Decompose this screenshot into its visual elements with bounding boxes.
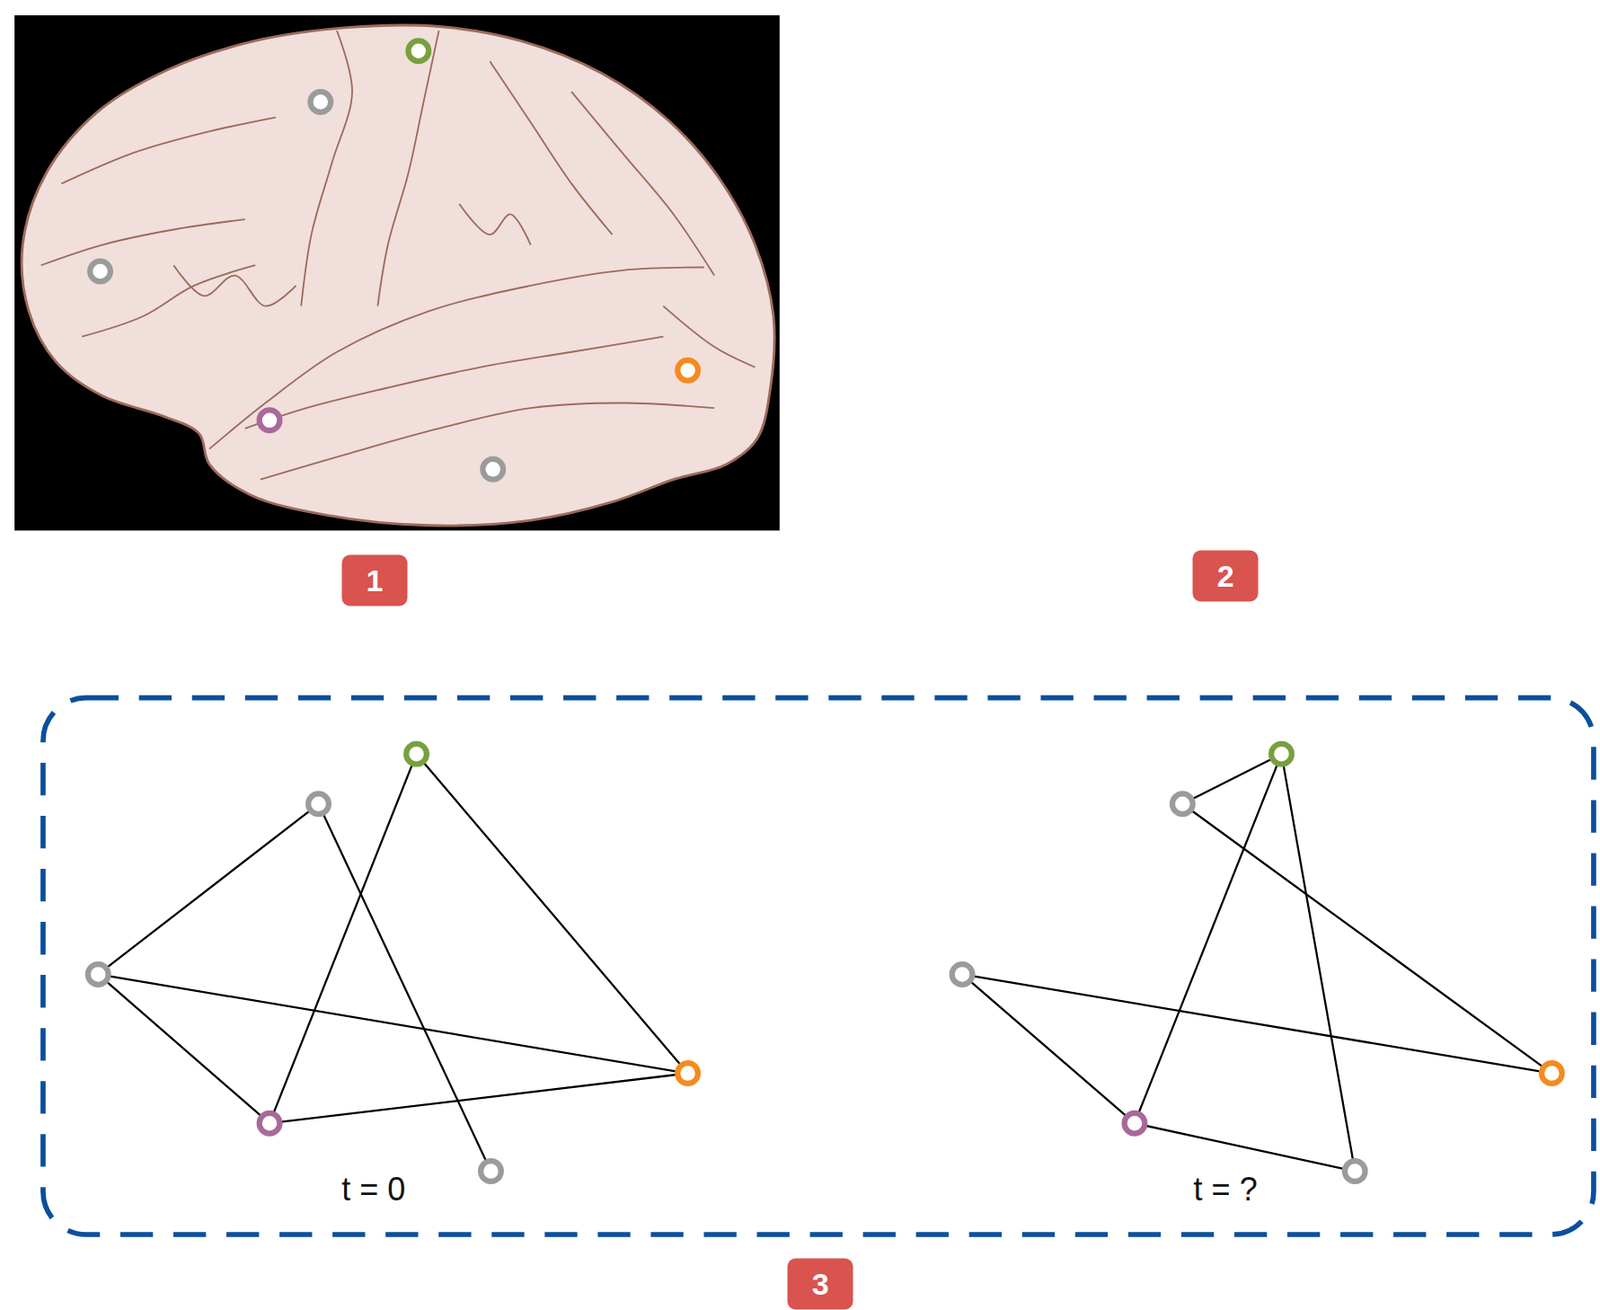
graph-link xyxy=(1182,753,1282,805)
network-graph xyxy=(952,743,1563,1182)
sulcus-line xyxy=(260,403,715,480)
network-graphs xyxy=(88,743,1563,1182)
electrode-marker xyxy=(1271,743,1292,765)
sulcus-line xyxy=(245,336,664,429)
graph-link xyxy=(97,973,270,1123)
electrode-marker xyxy=(1344,1160,1366,1182)
graph-link xyxy=(1281,753,1355,1171)
electrode-marker xyxy=(1172,793,1194,814)
sulcus-line xyxy=(173,265,296,306)
electrode-marker xyxy=(88,963,109,985)
sulcus-line xyxy=(300,30,353,307)
panel-background xyxy=(14,15,780,531)
graph-link xyxy=(1134,1122,1355,1171)
callout-number: 3 xyxy=(787,1257,854,1309)
electrode-marker xyxy=(677,1062,699,1084)
electrode-marker xyxy=(480,1160,502,1182)
graph-link xyxy=(318,804,492,1172)
electrode-marker xyxy=(482,459,504,480)
graph-link xyxy=(962,973,1135,1123)
electrode-marker xyxy=(259,1113,281,1134)
electrode-marker xyxy=(1541,1062,1563,1084)
electrode-marker xyxy=(406,743,427,765)
graph-link xyxy=(97,973,688,1073)
sulcus-line xyxy=(41,219,246,266)
electrode-marker xyxy=(259,409,281,431)
graph-link xyxy=(1182,804,1552,1074)
electrode-marker xyxy=(309,91,331,113)
brain-outline xyxy=(21,25,775,526)
electrode-marker xyxy=(1124,1113,1146,1134)
network-graph xyxy=(88,743,699,1182)
sulcus-line xyxy=(489,61,612,235)
sulcus-line xyxy=(377,30,439,307)
time-label: t = ? xyxy=(1190,1170,1262,1209)
graph-link xyxy=(416,753,689,1073)
graph-link xyxy=(962,973,1552,1073)
electrode-marker xyxy=(407,40,429,62)
electrode-marker xyxy=(308,793,329,814)
graph-link xyxy=(269,753,417,1123)
electrode-marker xyxy=(952,963,973,985)
callout-number: 2 xyxy=(1193,549,1259,602)
sulcus-line xyxy=(209,267,705,450)
electrode-marker xyxy=(89,261,111,283)
time-label: t = 0 xyxy=(337,1170,409,1209)
sulcus-line xyxy=(571,91,715,275)
brain-illustration xyxy=(21,25,775,526)
sulcus-line xyxy=(459,203,531,245)
graph-link xyxy=(1134,753,1282,1123)
graph-link xyxy=(269,1073,689,1124)
dashed-frame xyxy=(43,698,1594,1235)
sulcus-line xyxy=(61,117,275,185)
electrode-marker xyxy=(677,360,699,381)
sulcus-line xyxy=(662,306,755,368)
callout-number: 1 xyxy=(341,555,407,607)
graph-link xyxy=(97,804,319,975)
